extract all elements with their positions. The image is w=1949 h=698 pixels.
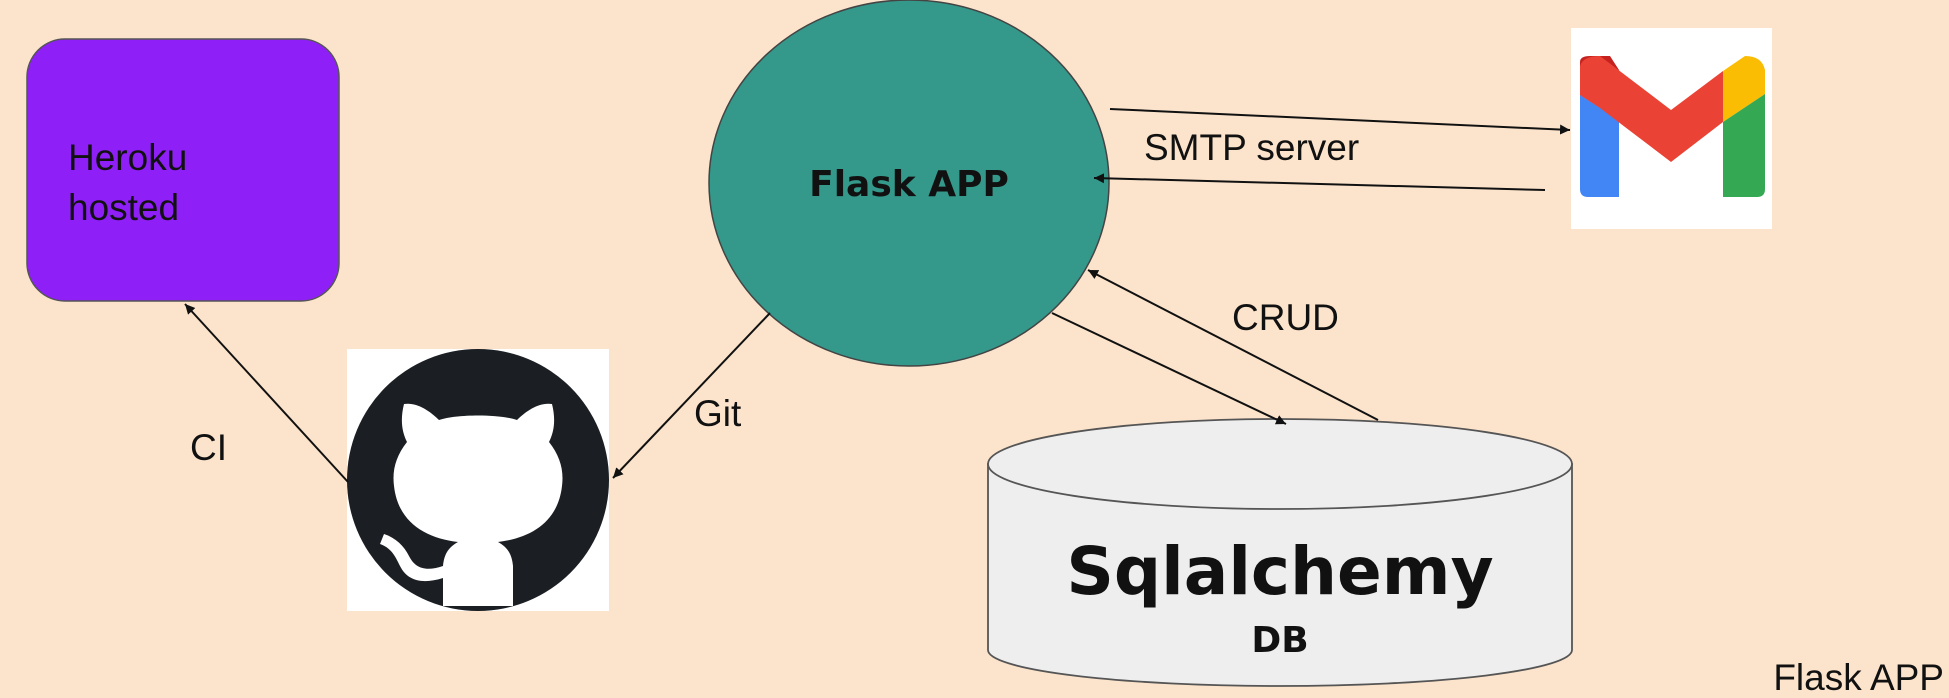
gmail-icon [1571,28,1772,229]
heroku-node: Heroku hosted [26,38,340,302]
edge-flask-to-gmail [1109,108,1571,135]
edge-label-smtp: SMTP server [1144,127,1359,168]
footer-caption: Flask APP [1773,657,1944,698]
heroku-label-line1: Heroku [68,137,187,178]
database-title: Sqlalchemy [1066,533,1493,610]
database-subtitle: DB [1251,620,1308,661]
edge-db-to-flask [1087,269,1379,421]
github-octocat-icon [347,349,609,611]
edge-label-git: Git [694,393,742,434]
edge-label-ci: CI [190,427,227,468]
database-node: Sqlalchemy DB [987,418,1573,687]
edge-flask-to-github [612,312,771,479]
flask-app-label: Flask APP [809,164,1009,205]
edge-flask-to-db [1051,312,1287,425]
flask-app-node: Flask APP [708,0,1110,367]
heroku-label-line2: hosted [68,187,179,228]
edge-github-to-heroku [184,303,349,483]
edge-label-crud: CRUD [1232,297,1339,338]
edge-gmail-to-flask [1093,173,1546,191]
